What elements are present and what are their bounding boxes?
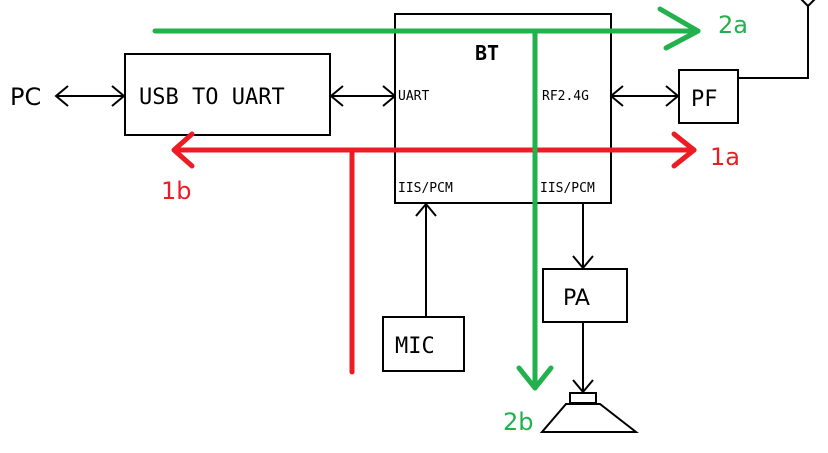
antenna-icon [800,0,816,7]
path-2b-label: 2b [503,408,534,436]
path-1b-arrowhead [171,131,195,169]
path-1b-label: 1b [161,177,192,205]
path-2b-arrowhead [516,365,554,391]
mic-label: MIC [395,334,435,359]
mic-box [382,316,465,372]
path-2a-arrowhead [657,6,701,51]
path-1 [171,131,697,375]
path-1a-arrowhead [671,131,697,169]
path-2 [152,6,701,391]
bt-rf-port-label: RF2.4G [542,89,589,104]
bt-box [394,13,612,204]
pc-label: PC [10,83,41,111]
pa-box [542,268,628,323]
pf-label: PF [691,87,718,112]
bt-uart-port-label: UART [398,89,429,104]
bt-title: BT [475,41,499,65]
pa-label: PA [563,286,590,311]
pf-box [678,69,739,124]
bt-iis-right-label: IIS/PCM [540,181,595,196]
bt-iis-left-label: IIS/PCM [398,181,453,196]
usb-uart-label: USB TO UART [139,85,285,110]
path-2a-label: 2a [718,11,748,39]
usb-uart-box [124,53,331,136]
pf-antenna-link [738,6,809,79]
path-1a-label: 1a [710,143,740,171]
pc-arrow-left [54,85,69,107]
speaker-icon [539,392,639,433]
